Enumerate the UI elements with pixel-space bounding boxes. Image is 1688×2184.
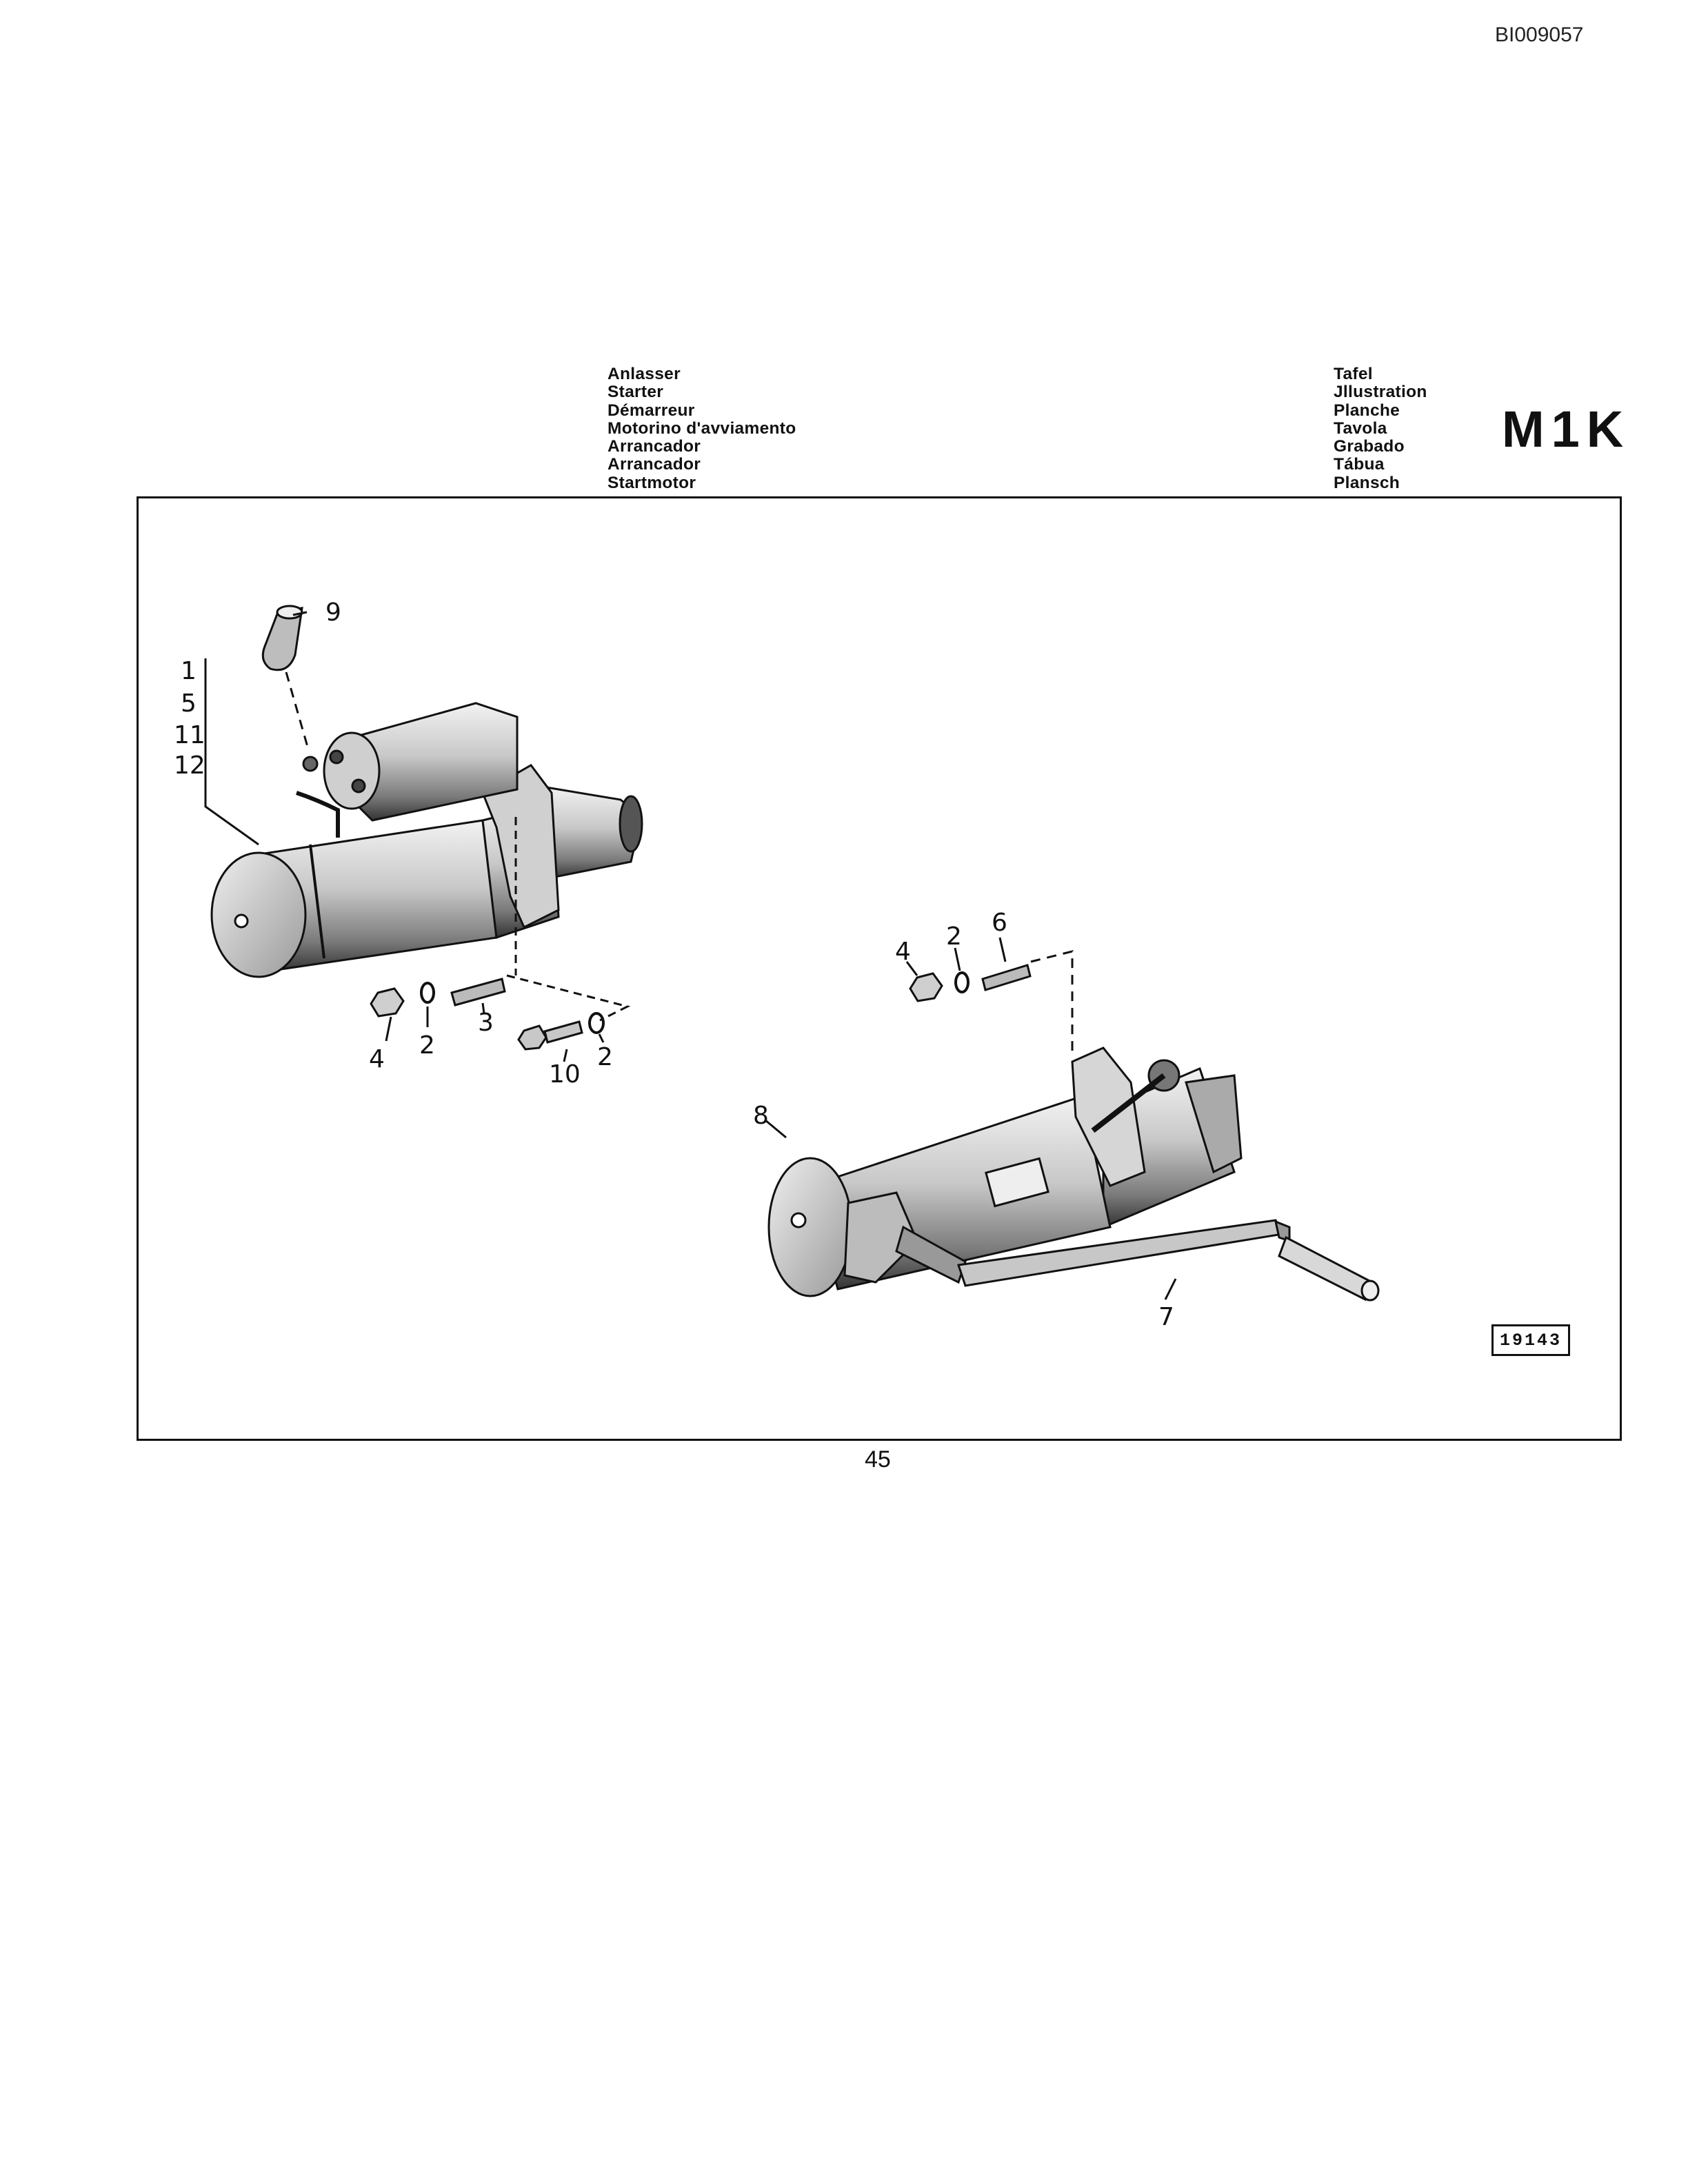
title-english: Starter: [607, 383, 664, 402]
callout-6: 6: [992, 909, 1007, 937]
callout-4a: 4: [369, 1045, 385, 1073]
washer-illustration-3: [954, 971, 969, 993]
plate-label-french: Planche: [1334, 401, 1400, 420]
title-german: Anlasser: [607, 365, 681, 383]
callout-9: 9: [325, 598, 341, 627]
callout-4b: 4: [895, 938, 911, 966]
callout-10: 10: [549, 1060, 581, 1089]
bolt-illustration: [517, 1020, 583, 1051]
inertia-unit-illustration: [767, 1046, 1380, 1302]
plate-label-italian: Tavola: [1334, 418, 1387, 438]
callout-3: 3: [478, 1009, 494, 1037]
title-swedish: Startmotor: [607, 473, 696, 492]
callout-leaders: [292, 611, 1177, 1300]
callout-7: 7: [1158, 1303, 1174, 1331]
flange-leader-dashed: [1030, 950, 1074, 1055]
title-portuguese: Arrancador: [607, 455, 701, 474]
callout-5: 5: [181, 689, 197, 718]
plate-label-english: Jllustration: [1334, 383, 1427, 402]
callout-12: 12: [174, 751, 205, 780]
callout-8: 8: [753, 1102, 769, 1130]
plate-label-german: Tafel: [1334, 365, 1373, 383]
title-spanish: Arrancador: [607, 437, 701, 456]
stud-illustration-2: [981, 964, 1032, 991]
illustration-frame: [137, 496, 1622, 1441]
callout-2b: 2: [597, 1043, 613, 1071]
part-group-titles: Anlasser Starter Démarreur Motorino d'av…: [607, 365, 796, 492]
plate-label-portuguese: Tábua: [1334, 455, 1385, 474]
plate-label-spanish: Grabado: [1334, 437, 1405, 456]
callout-bracket-main: [204, 658, 259, 846]
title-french: Démarreur: [607, 401, 695, 420]
title-italian: Motorino d'avviamento: [607, 418, 796, 438]
callout-2c: 2: [946, 922, 962, 951]
document-id: BI009057: [1495, 23, 1584, 46]
plate-label-swedish: Plansch: [1334, 473, 1400, 492]
washer-illustration: [420, 982, 435, 1004]
illustration-reference-number: 19143: [1491, 1324, 1570, 1356]
callout-1: 1: [181, 657, 197, 685]
plate-labels: Tafel Jllustration Planche Tavola Grabad…: [1334, 365, 1427, 492]
boot-leader-dashed: [285, 671, 310, 752]
nut-illustration: [370, 987, 405, 1018]
page-number: 45: [865, 1446, 891, 1473]
plate-code: M1K: [1502, 401, 1631, 458]
terminal-boot-illustration: [261, 605, 303, 671]
nut-illustration-2: [909, 972, 943, 1002]
starter-motor-illustration: [210, 702, 643, 978]
callout-11: 11: [174, 721, 205, 749]
mounting-leader-dashed: [506, 817, 631, 1022]
stud-illustration: [450, 978, 506, 1007]
exploded-parts-diagram: 1 5 11 12 9 4 2 3 10 2 4 2 6 8 7: [174, 598, 1380, 1331]
callout-2a: 2: [419, 1031, 435, 1060]
washer-illustration-2: [588, 1012, 605, 1034]
